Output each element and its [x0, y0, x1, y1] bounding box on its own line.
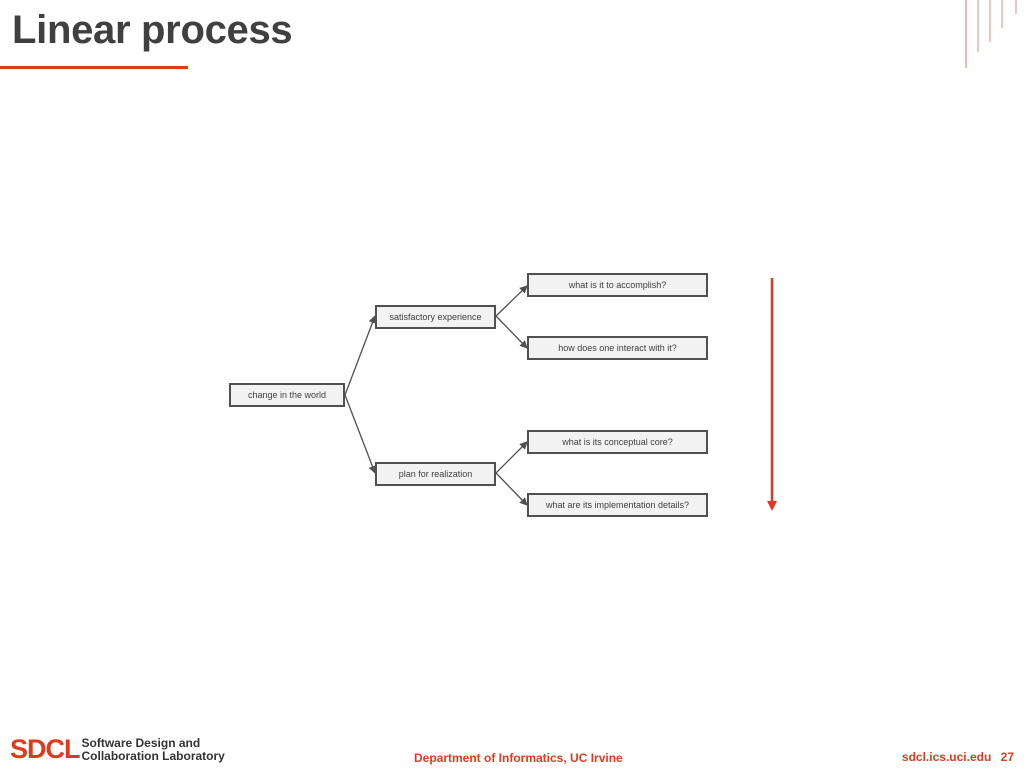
node-how-to-interact: how does one interact with it?: [527, 336, 708, 360]
edge-experience-interact: [495, 315, 528, 349]
logo-line-2: Collaboration Laboratory: [81, 748, 225, 763]
slide-title: Linear process: [12, 8, 293, 52]
node-plan-for-realization: plan for realization: [375, 462, 496, 486]
sdcl-logo: SDCL Software Design and Collaboration L…: [10, 736, 225, 763]
node-implementation-details: what are its implementation details?: [527, 493, 708, 517]
footer-url: sdcl.ics.uci.edu: [901, 750, 992, 764]
title-underline: [0, 66, 188, 69]
edge-plan-details: [495, 472, 528, 506]
node-satisfactory-experience: satisfactory experience: [375, 305, 496, 329]
node-change-in-the-world: change in the world: [229, 383, 345, 407]
edge-plan-core: [495, 441, 528, 474]
logo-mark: SDCL: [10, 734, 80, 764]
page-number: 27: [1000, 750, 1014, 764]
edge-root-experience: [344, 315, 377, 396]
logo-line-1: Software Design and: [81, 735, 201, 750]
logo-text: Software Design and Collaboration Labora…: [81, 735, 225, 763]
edge-experience-accomplish: [495, 285, 528, 317]
corner-decoration: [965, 0, 1017, 68]
footer-department: Department of Informatics, UC Irvine: [414, 751, 623, 765]
edge-root-plan: [344, 394, 377, 474]
node-what-to-accomplish: what is it to accomplish?: [527, 273, 708, 297]
node-conceptual-core: what is its conceptual core?: [527, 430, 708, 454]
footer-right: sdcl.ics.uci.edu 27: [902, 750, 1014, 764]
progression-arrow-head: [767, 501, 777, 511]
